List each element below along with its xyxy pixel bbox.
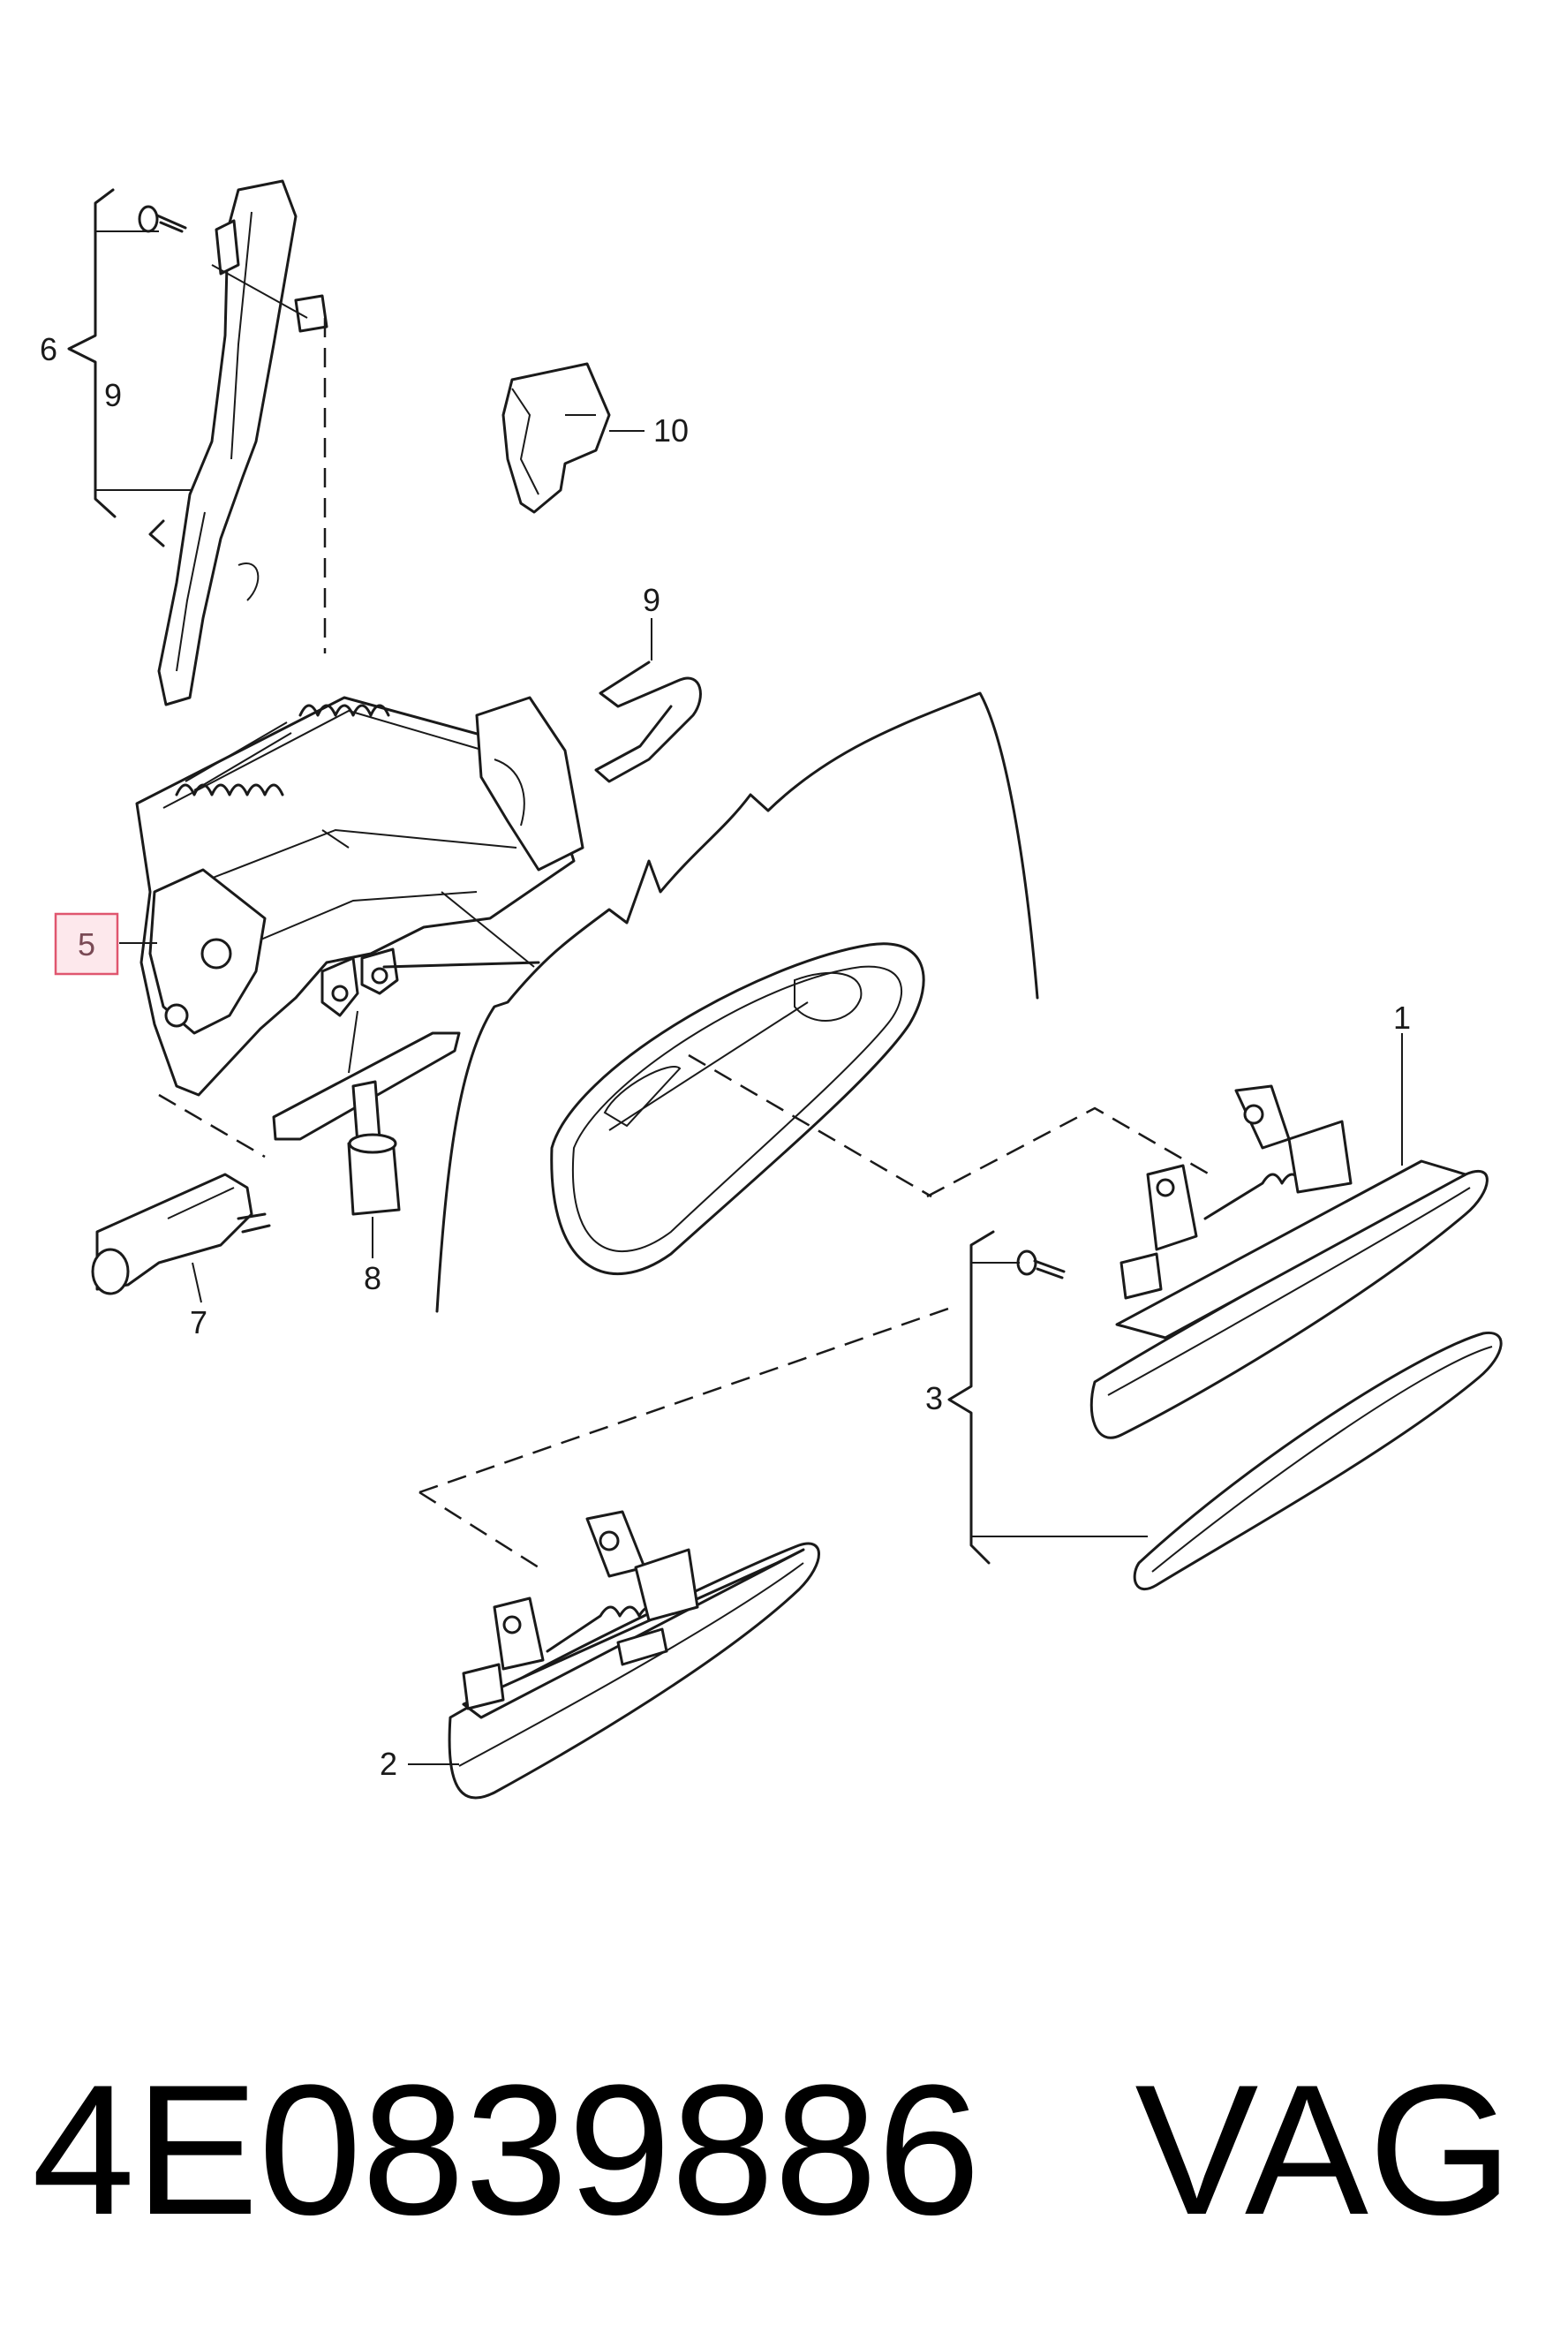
footer: 4E0839886 VAG (32, 2044, 1533, 2256)
part-number: 4E0839886 (32, 2046, 981, 2253)
callout-2: 2 (380, 1746, 397, 1782)
callout-10: 10 (653, 412, 689, 449)
screw-part (1016, 1249, 1066, 1279)
callout-5-highlight (54, 912, 119, 976)
brand-name: VAG (1135, 2046, 1513, 2253)
callout-5: 5 (78, 926, 95, 962)
lock-cylinder-part-7 (91, 1093, 271, 1303)
callout-6: 6 (40, 331, 57, 367)
callout-9-clip: 9 (643, 582, 660, 618)
cover-part-10 (501, 362, 645, 514)
clip-part-9 (594, 618, 702, 783)
callouts: 1 2 3 5 6 7 8 9 9 10 (40, 331, 1411, 1782)
exterior-handle-part-2 (418, 1305, 954, 1800)
callout-7: 7 (190, 1304, 207, 1340)
exterior-handle-part-1 (926, 1033, 1489, 1439)
callout-9-top: 9 (104, 377, 122, 413)
screw-part (138, 205, 187, 233)
callout-1: 1 (1393, 1000, 1411, 1036)
latch-frame-part-5 (135, 696, 584, 1097)
rod-carrier-assembly (67, 179, 328, 706)
door-panel (435, 691, 1039, 1313)
handle-cap-part-3 (947, 1230, 1503, 1591)
lock-key-part-8 (272, 1010, 461, 1258)
callout-8: 8 (364, 1260, 381, 1296)
callout-3: 3 (925, 1380, 943, 1416)
